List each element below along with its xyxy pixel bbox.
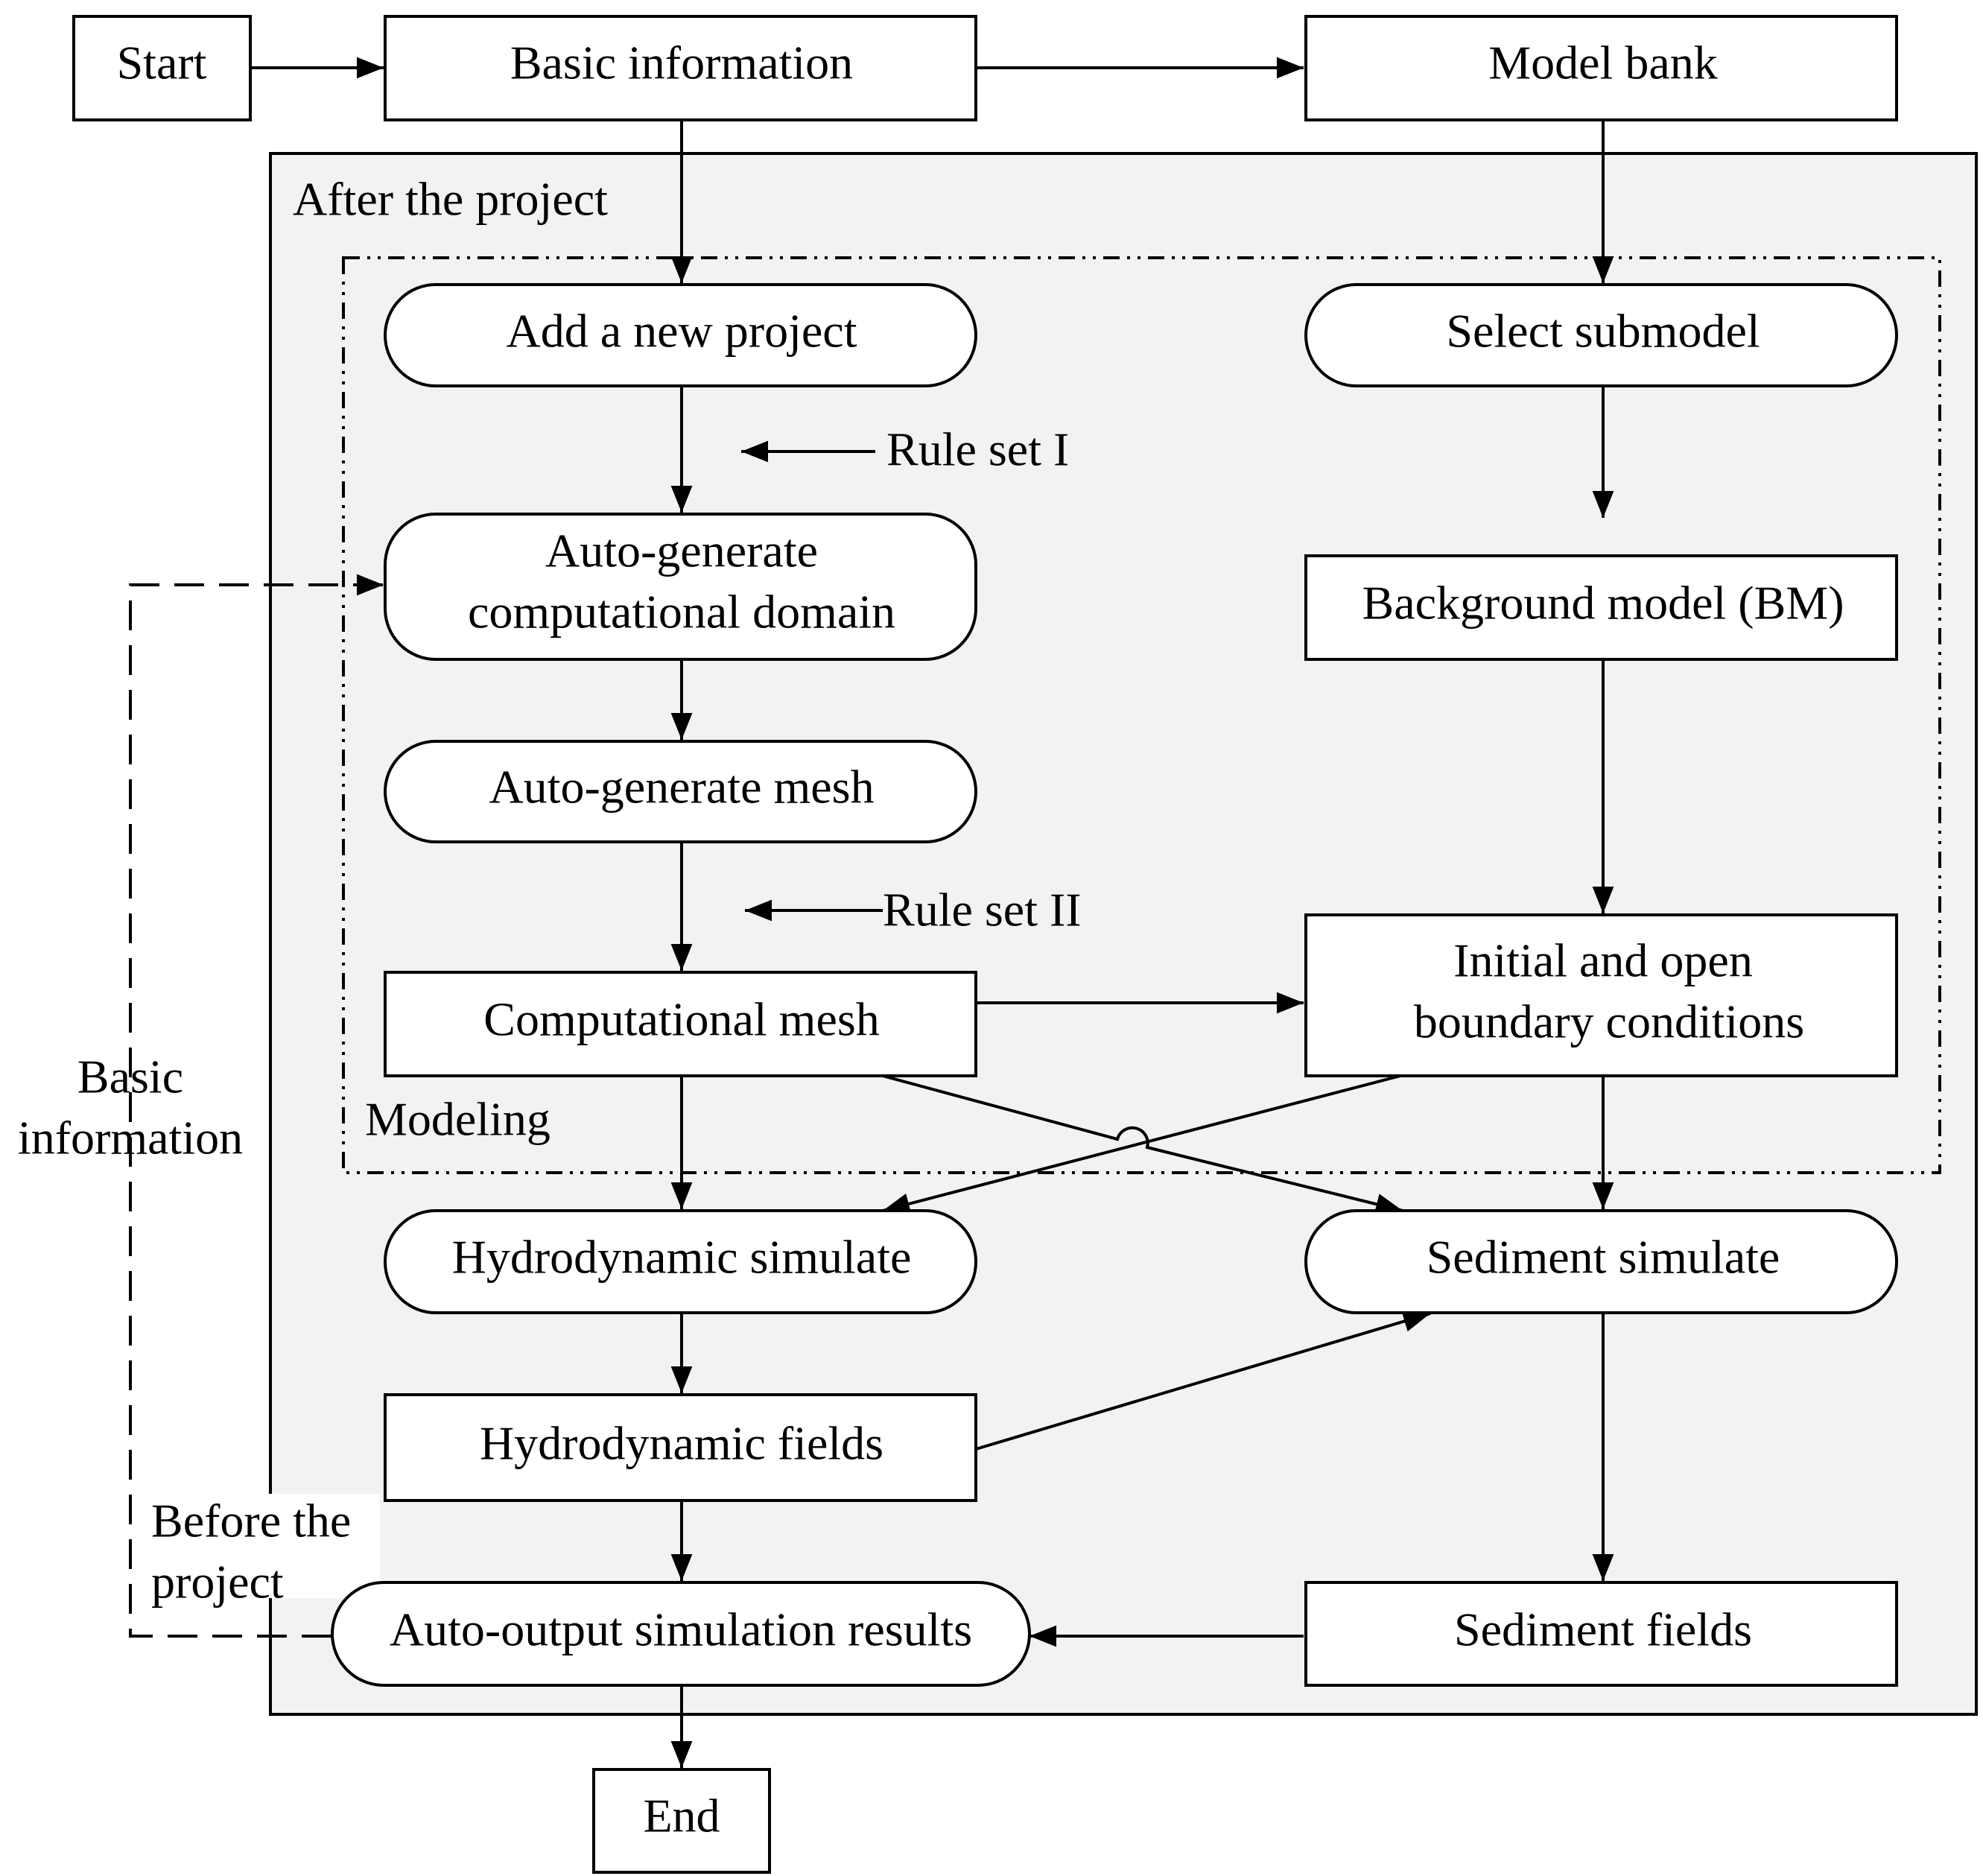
node-select-submodel-label: Select submodel: [1446, 305, 1760, 358]
node-auto-generate-mesh-label: Auto-generate mesh: [489, 761, 874, 814]
node-model-bank: Model bank: [1304, 15, 1898, 121]
node-start: Start: [72, 15, 252, 121]
node-background-model-label: Background model (BM): [1362, 577, 1844, 630]
basic-info-side-line2: information: [18, 1112, 243, 1164]
rule-set-1-label: Rule set I: [886, 423, 1069, 476]
after-project-label: After the project: [293, 173, 608, 226]
node-hydrodynamic-simulate-label: Hydrodynamic simulate: [452, 1231, 912, 1284]
node-end: End: [592, 1768, 771, 1874]
node-add-new-project: Add a new project: [384, 283, 977, 387]
node-auto-output-results: Auto-output simulation results: [331, 1581, 1031, 1687]
node-model-bank-label: Model bank: [1488, 37, 1718, 89]
node-initial-boundary-line2: boundary conditions: [1414, 995, 1804, 1048]
node-auto-generate-domain-line2: computational domain: [468, 586, 895, 638]
before-project-line2: project: [151, 1556, 284, 1609]
node-sediment-simulate: Sediment simulate: [1304, 1209, 1898, 1314]
modeling-label: Modeling: [365, 1093, 551, 1146]
node-initial-boundary-line1: Initial and open: [1453, 934, 1753, 987]
rule-set-2-label: Rule set II: [883, 884, 1082, 937]
before-project-label-bg: [142, 1494, 380, 1598]
node-auto-generate-domain: Auto-generate computational domain: [384, 513, 977, 661]
node-auto-generate-mesh: Auto-generate mesh: [384, 740, 977, 843]
node-hydrodynamic-fields-label: Hydrodynamic fields: [480, 1417, 883, 1470]
node-sediment-simulate-label: Sediment simulate: [1427, 1231, 1780, 1284]
node-auto-generate-domain-line1: Auto-generate: [545, 525, 818, 577]
node-basic-information-label: Basic information: [510, 37, 853, 89]
node-select-submodel: Select submodel: [1304, 283, 1898, 387]
node-background-model: Background model (BM): [1304, 554, 1898, 661]
node-end-label: End: [643, 1790, 720, 1842]
modeling-region: [342, 256, 1941, 1174]
node-sediment-fields: Sediment fields: [1304, 1581, 1898, 1687]
node-computational-mesh: Computational mesh: [384, 971, 977, 1077]
basic-info-side-line1: Basic: [77, 1051, 183, 1103]
edges: [129, 57, 1614, 1768]
node-start-label: Start: [117, 37, 207, 89]
node-sediment-fields-label: Sediment fields: [1454, 1603, 1752, 1656]
node-basic-information: Basic information: [384, 15, 977, 121]
before-project-line1: Before the: [151, 1495, 351, 1547]
node-auto-output-results-label: Auto-output simulation results: [390, 1603, 972, 1656]
node-hydrodynamic-fields: Hydrodynamic fields: [384, 1393, 977, 1502]
node-hydrodynamic-simulate: Hydrodynamic simulate: [384, 1209, 977, 1314]
node-computational-mesh-label: Computational mesh: [483, 993, 880, 1046]
node-add-new-project-label: Add a new project: [507, 305, 857, 358]
node-initial-boundary-conditions: Initial and open boundary conditions: [1304, 913, 1898, 1077]
